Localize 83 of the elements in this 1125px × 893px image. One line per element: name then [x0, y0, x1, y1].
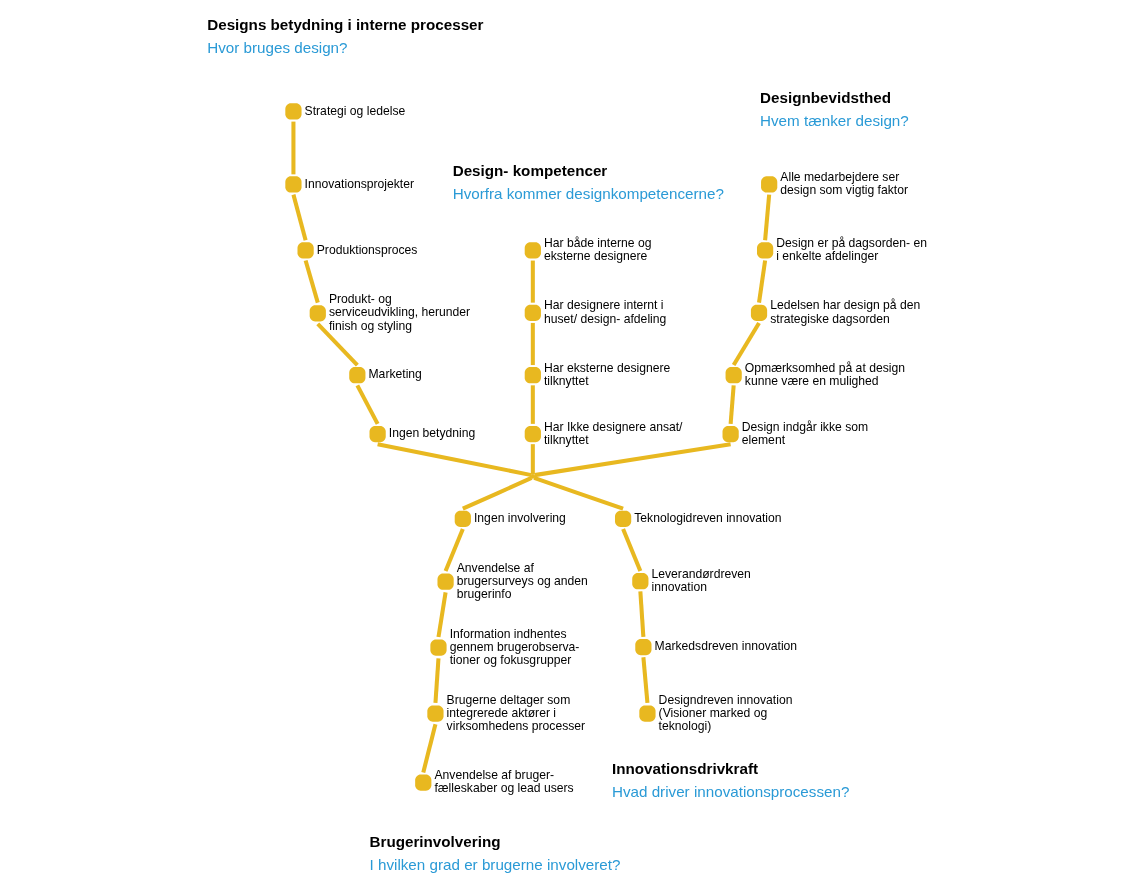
connector: [640, 656, 649, 703]
node-circle: [756, 241, 773, 259]
node-circle: [369, 425, 386, 442]
node-circle: [436, 573, 454, 590]
connector: [461, 475, 532, 511]
connector: [420, 723, 437, 773]
label: Design- kompetencer: [452, 161, 607, 179]
connector: [530, 260, 535, 303]
connector: [728, 384, 736, 424]
node-circle: [725, 366, 742, 383]
connector: [436, 591, 448, 637]
node-circle: [284, 175, 302, 193]
node-circle: [722, 425, 739, 442]
connector: [762, 193, 771, 240]
node-label: Marketing: [368, 366, 422, 381]
node-label: Information indhentes gennem brugerobserva- tioner og fokusgrupper: [449, 626, 579, 667]
label: Brugerinvolvering: [369, 832, 500, 850]
node-label: Har eksterne designere tilknyttet: [543, 360, 670, 388]
node-label: Brugerne deltager som integrerede aktører i virksomhedens processer: [446, 692, 585, 733]
connector: [432, 657, 440, 703]
node-circle: [524, 366, 541, 383]
node-circle: [631, 572, 648, 589]
node-circle: [750, 304, 767, 321]
connector: [290, 193, 308, 241]
node-label: Strategi og ledelse: [304, 103, 405, 118]
node-label: Teknologidreven innovation: [633, 510, 782, 525]
node-circle: [297, 241, 314, 259]
label: Hvor bruges design?: [206, 38, 348, 56]
connector: [530, 322, 535, 365]
node-circle: [426, 704, 444, 722]
node-label: Anvendelse af bruger- fælleskaber og lead users: [433, 767, 574, 795]
node-circle: [454, 510, 471, 527]
node-label: Ingen betydning: [388, 425, 475, 440]
label: Innovationsdrivkraft: [611, 759, 758, 777]
node-circle: [284, 102, 302, 120]
connector: [731, 321, 761, 366]
label: Designbevidsthed: [759, 88, 891, 106]
node-label: Design er på dagsorden- en i enkelte afdelinger: [775, 235, 927, 263]
node-label: Leverandørdreven innovation: [651, 566, 751, 594]
connector: [290, 121, 295, 174]
label: Hvem tænker design?: [759, 111, 909, 129]
node-circle: [348, 366, 365, 383]
connector: [315, 322, 359, 366]
node-label: Markedsdreven innovation: [654, 638, 797, 653]
connector: [530, 384, 535, 424]
connector: [376, 441, 532, 477]
node-label: Har Ikke designere ansat/ tilknyttet: [543, 419, 683, 447]
node-label: Produkt- og serviceudvikling, herunder finish og styling: [328, 291, 470, 333]
connector: [756, 259, 767, 303]
label: Hvorfra kommer designkompetencerne?: [452, 184, 724, 202]
connector: [355, 383, 379, 425]
node-circle: [760, 175, 777, 193]
node-circle: [524, 304, 541, 321]
node-label: Designdreven innovation (Visioner marked og teknologi): [658, 692, 792, 733]
node-circle: [524, 241, 541, 259]
node-label: Anvendelse af brugersurveys og anden brugerinfo: [456, 560, 588, 601]
node-label: Innovationsprojekter: [304, 176, 414, 191]
node-circle: [634, 638, 651, 655]
node-circle: [414, 773, 431, 791]
connector: [530, 443, 535, 474]
node-label: Har designere internt i huset/ design- afdeling: [543, 297, 666, 326]
node-circle: [638, 704, 656, 722]
node-label: Ingen involvering: [473, 510, 566, 525]
node-label: Produktionsproces: [316, 242, 417, 257]
connector: [637, 590, 645, 637]
node-circle: [614, 510, 631, 527]
label: Designs betydning i interne processer: [206, 15, 483, 33]
connector: [532, 475, 624, 511]
node-label: Ledelsen har design på den strategiske dagsorden: [769, 297, 920, 326]
node-circle: [524, 425, 541, 442]
node-label: Opmærksomhed på at design kunne være en mulighed: [744, 360, 905, 388]
label: Hvad driver innovationsprocessen?: [611, 782, 849, 800]
node-label: Alle medarbejdere ser design som vigtig faktor: [779, 169, 908, 197]
connector: [303, 259, 320, 303]
connector: [533, 441, 731, 477]
connector: [620, 527, 642, 572]
label: I hvilken grad er brugerne involveret?: [369, 855, 621, 873]
node-point: [530, 473, 535, 479]
node-label: Har både interne og eksterne designere: [543, 235, 651, 263]
node-circle: [309, 304, 326, 321]
node-label: Design indgår ikke som element: [741, 419, 868, 447]
connector: [443, 527, 465, 572]
node-circle: [429, 639, 447, 656]
